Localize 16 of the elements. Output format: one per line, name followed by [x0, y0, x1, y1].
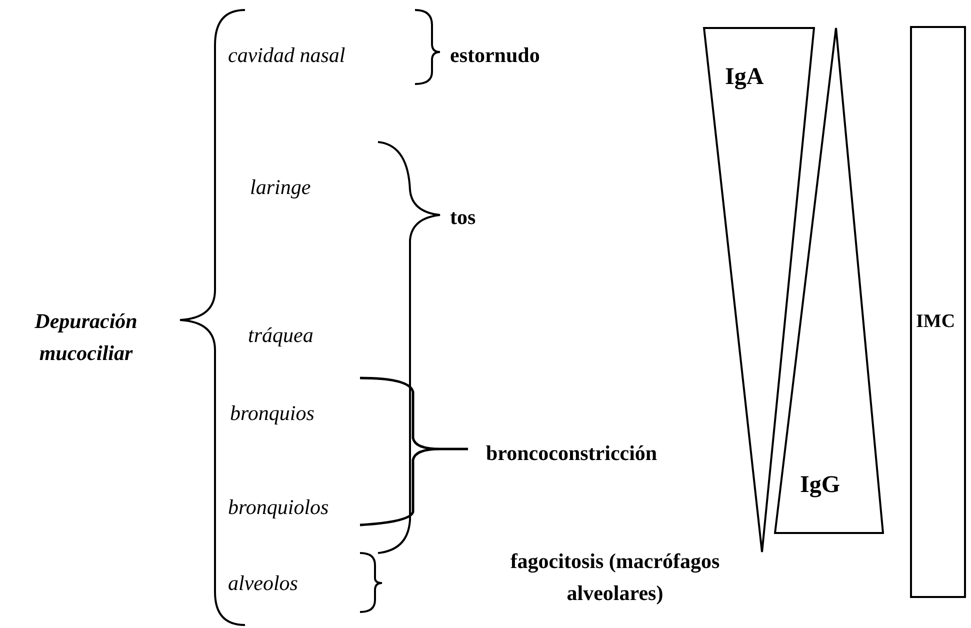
label-text: Depuración mucociliar	[34, 308, 138, 366]
label-text: alveolos	[228, 570, 299, 597]
label-text: IgG	[800, 471, 840, 500]
label-text: broncoconstricción	[486, 440, 658, 467]
label-text: IgA	[725, 63, 764, 92]
rectangle-outline	[910, 26, 966, 598]
label-text: bronquiolos	[228, 494, 330, 521]
label-text: tos	[450, 204, 477, 231]
label-text: laringe	[250, 174, 312, 201]
label-text: bronquios	[230, 400, 316, 427]
label-text: tráquea	[248, 322, 314, 349]
label-text: fagocitosis (macrófagos alveolares)	[509, 548, 721, 606]
label-text: cavidad nasal	[228, 42, 346, 69]
triangle-outline	[774, 27, 884, 534]
label-text: estornudo	[450, 42, 541, 69]
label-text: IMC	[916, 310, 956, 334]
